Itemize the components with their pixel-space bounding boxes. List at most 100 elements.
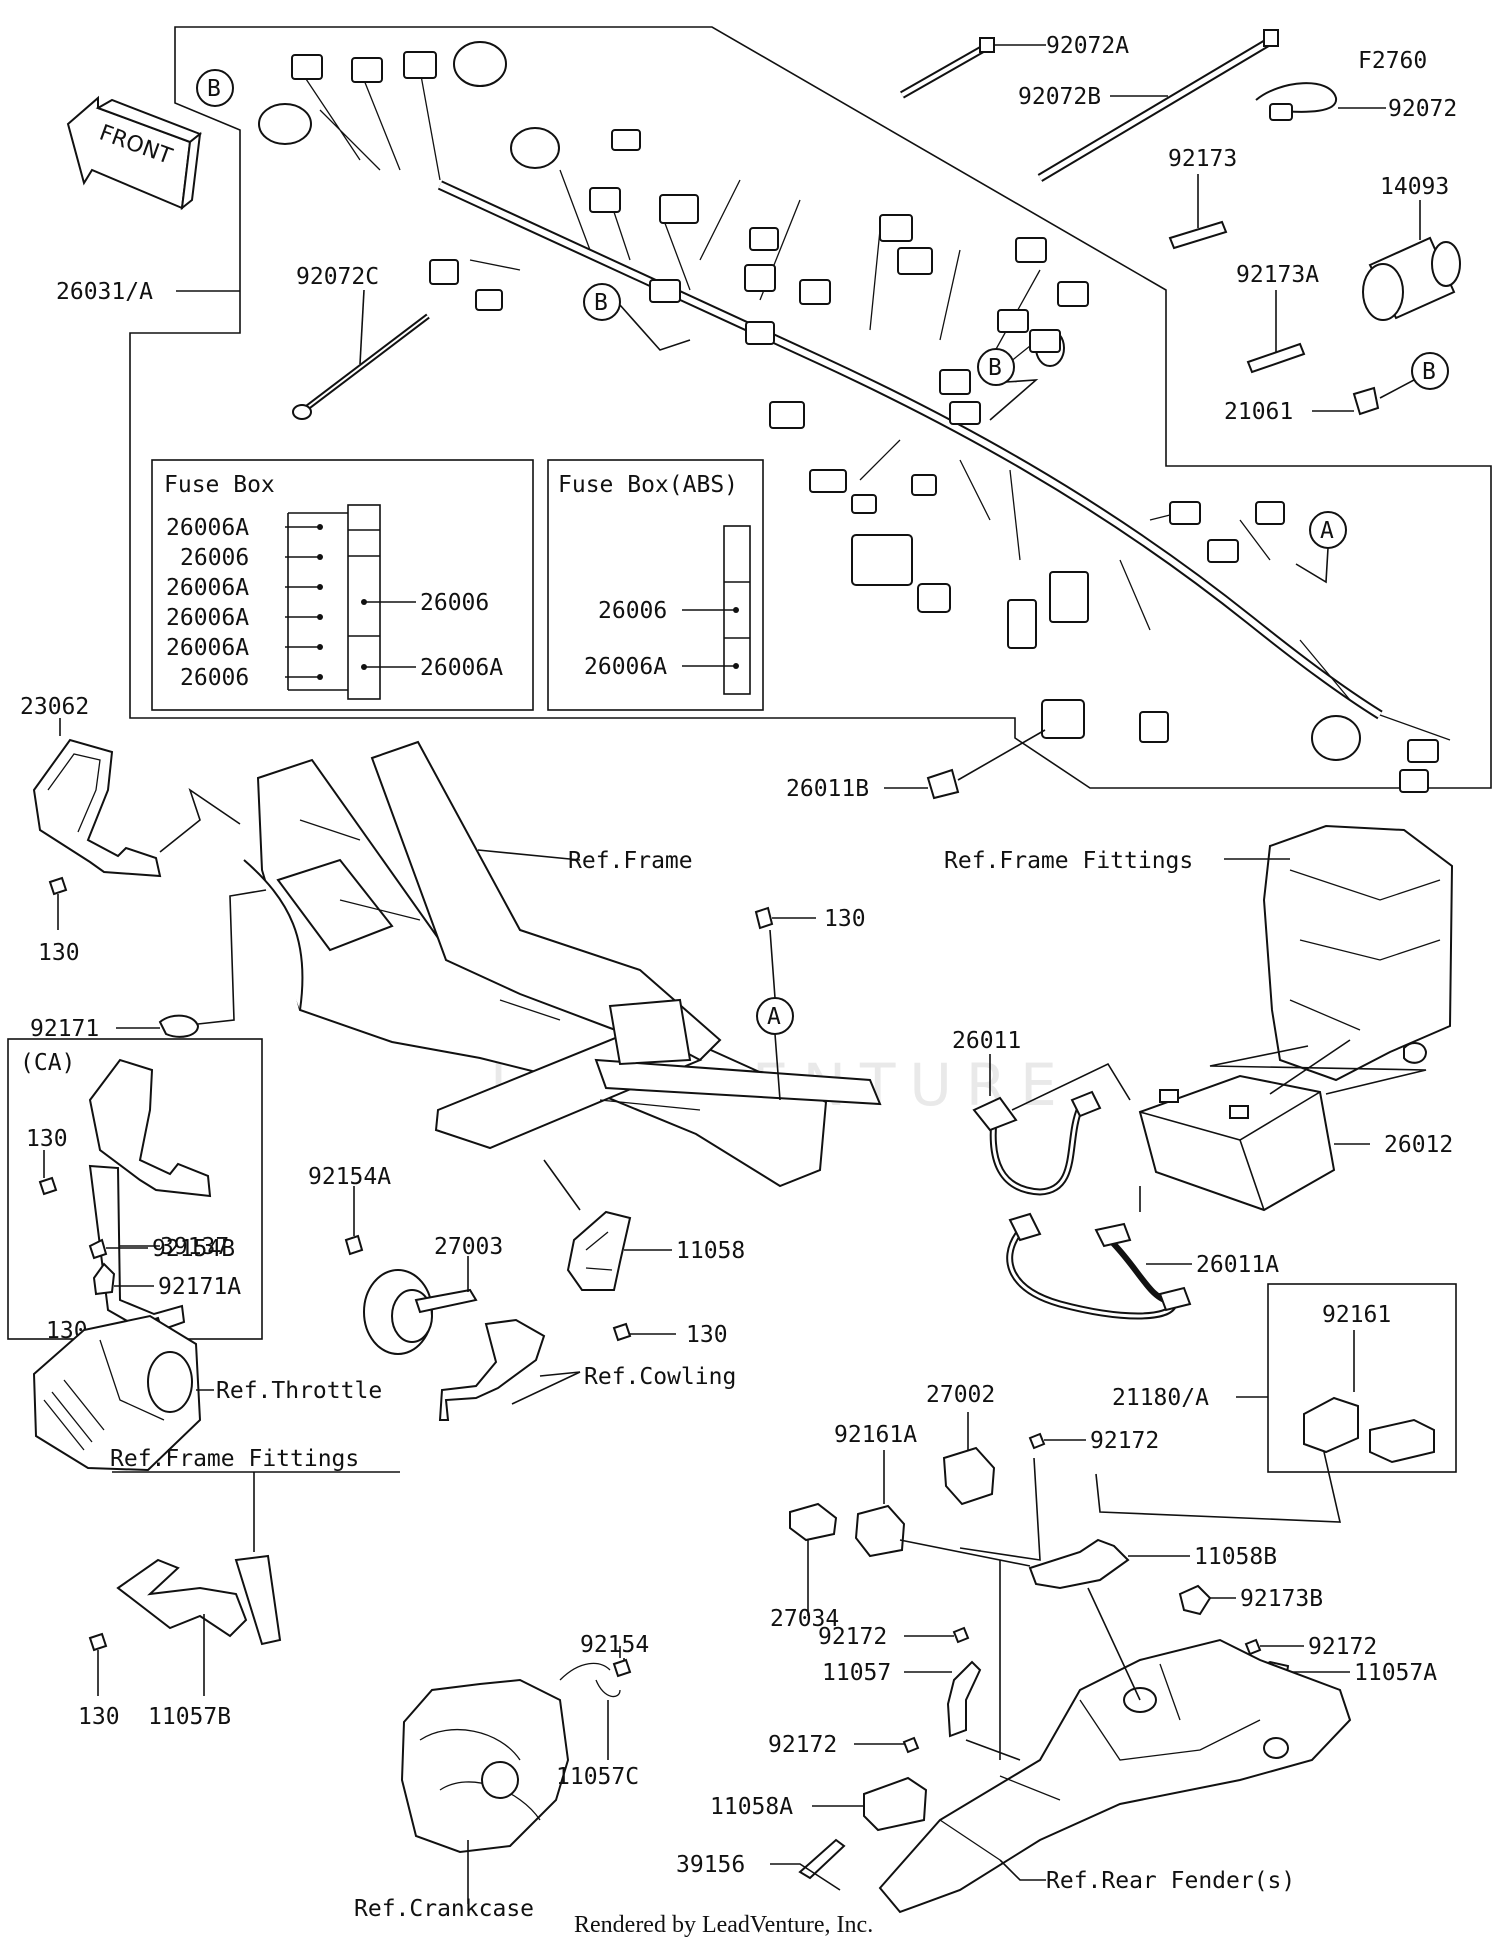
bracket-11058A: 92172 11058A: [710, 1732, 928, 1832]
fuse-row: 26006: [598, 598, 739, 624]
label-21180A: 21180/A: [1112, 1385, 1209, 1411]
fuse-box-title: Fuse Box: [164, 472, 275, 498]
svg-text:130: 130: [686, 1322, 728, 1348]
label-ref-frame: Ref.Frame: [568, 848, 693, 874]
label-39137: 39137: [160, 1234, 229, 1260]
fuse-box-abs-title: Fuse Box(ABS): [558, 472, 738, 498]
cover-26011B: 26011B: [786, 729, 1046, 802]
label-92154A: 92154A: [308, 1164, 391, 1190]
svg-text:B: B: [594, 290, 608, 316]
strap-92173: 92173: [1168, 146, 1237, 250]
bracket-11058: 11058 130: [543, 1159, 745, 1348]
cable-tie-92072C: 92072C: [292, 264, 430, 420]
label-92072C: 92072C: [296, 264, 379, 290]
main-harness: [258, 41, 1451, 793]
figure-code: F2760: [1358, 48, 1427, 74]
clamp-11057C: 92154 11057C: [556, 1632, 649, 1790]
front-arrow-icon: FRONT: [66, 95, 202, 211]
label-ref-rear-fender: Ref.Rear Fender(s): [1046, 1868, 1295, 1894]
label-ref-crankcase: Ref.Crankcase: [354, 1896, 534, 1922]
horn-27003: 92154A 27003: [308, 1164, 503, 1355]
label-92072: 92072: [1388, 96, 1457, 122]
label-92173A: 92173A: [1236, 262, 1319, 288]
fuse-row: 26006: [361, 590, 489, 616]
svg-text:92172: 92172: [768, 1732, 837, 1758]
crankcase: Ref.Crankcase: [354, 1678, 570, 1922]
svg-text:26006A: 26006A: [584, 654, 667, 680]
svg-text:130: 130: [38, 940, 80, 966]
label-11057B: 11057B: [148, 1704, 231, 1730]
svg-text:A: A: [767, 1004, 781, 1030]
svg-text:26006A: 26006A: [420, 655, 503, 681]
svg-text:26006A: 26006A: [166, 605, 249, 631]
frame: [243, 740, 882, 1188]
label-21061: 21061: [1224, 399, 1293, 425]
callout-b-2: B: [583, 283, 691, 351]
svg-text:26006A: 26006A: [166, 575, 249, 601]
label-11057: 11057: [822, 1660, 891, 1686]
rear-fender: Ref.Rear Fender(s): [878, 1560, 1352, 1914]
label-11058B: 11058B: [1194, 1544, 1277, 1570]
label-92072A: 92072A: [1046, 33, 1129, 59]
cowling-bracket: Ref.Cowling: [438, 1318, 736, 1421]
svg-text:92172: 92172: [1308, 1634, 1377, 1660]
svg-text:26006A: 26006A: [166, 515, 249, 541]
svg-text:92172: 92172: [1090, 1428, 1159, 1454]
label-14093: 14093: [1380, 174, 1449, 200]
fuse-row: 26006: [180, 545, 323, 571]
fuse-box-abs-panel: Fuse Box(ABS) 26006 26006A: [547, 459, 764, 711]
label-92154: 92154: [580, 1632, 649, 1658]
svg-text:26006: 26006: [180, 545, 249, 571]
svg-text:26006: 26006: [180, 665, 249, 691]
strap-92173A: 92173A: [1236, 262, 1319, 374]
svg-text:26006A: 26006A: [166, 635, 249, 661]
label-27002: 27002: [926, 1382, 995, 1408]
label-11058: 11058: [676, 1238, 745, 1264]
svg-text:26006: 26006: [598, 598, 667, 624]
footer-credit: Rendered by LeadVenture, Inc.: [574, 1912, 873, 1938]
throttle-assembly: 92154B 92171A Ref.Throttle: [32, 1236, 382, 1472]
svg-text:A: A: [1320, 518, 1334, 544]
relay-box-21180A: 21180/A 92161: [1095, 1283, 1457, 1523]
fuse-row: 26006: [180, 665, 323, 691]
fuse-row: 26006A: [166, 635, 323, 661]
label-92072B: 92072B: [1018, 84, 1101, 110]
label-39156: 39156: [676, 1852, 745, 1878]
label-26011A: 26011A: [1196, 1252, 1279, 1278]
bracket-11057: 92172 11057: [818, 1624, 982, 1738]
label-92161A: 92161A: [834, 1422, 917, 1448]
fuse-row: 26006A: [166, 605, 323, 631]
label-ref-frame-fittings: Ref.Frame Fittings: [944, 848, 1193, 874]
bracket-23062: 23062 130: [20, 694, 241, 966]
svg-text:B: B: [1422, 359, 1436, 385]
ca-panel: (CA) 130 39137 130: [7, 1038, 263, 1344]
label-92173B: 92173B: [1240, 1586, 1323, 1612]
label-11058A: 11058A: [710, 1794, 793, 1820]
fuse-row: 26006A: [166, 575, 323, 601]
clip-21061: 21061 B: [1224, 352, 1449, 425]
cable-26011A: 26011A: [1006, 1186, 1279, 1320]
cap-14093: 14093: [1362, 174, 1461, 321]
label-26012: 26012: [1384, 1132, 1453, 1158]
label-11057C: 11057C: [556, 1764, 639, 1790]
frame-fittings-bottom: Ref.Frame Fittings 130 11057B: [78, 1446, 400, 1730]
label-92171: 92171: [30, 1016, 99, 1042]
callout-b-3: B: [977, 348, 1039, 421]
clamp-92171: 92171: [30, 889, 267, 1042]
label-23062: 23062: [20, 694, 89, 720]
clamp-92072: 92072: [1255, 82, 1457, 122]
cable-26011: 26011: [952, 1028, 1131, 1196]
svg-text:26006: 26006: [420, 590, 489, 616]
svg-text:130: 130: [78, 1704, 120, 1730]
svg-text:92172: 92172: [818, 1624, 887, 1650]
label-27034: 27034: [770, 1606, 839, 1632]
label-92154B: 92154B: [152, 1236, 235, 1262]
strip-39156: 39156: [676, 1838, 846, 1891]
bolt-130b: 130: [754, 906, 866, 932]
cable-tie-92072A: 92072A: [900, 33, 1129, 99]
svg-text:B: B: [988, 355, 1002, 381]
label-26011: 26011: [952, 1028, 1021, 1054]
label-ref-cowling: Ref.Cowling: [584, 1364, 736, 1390]
fuse-row: 26006A: [166, 515, 323, 541]
